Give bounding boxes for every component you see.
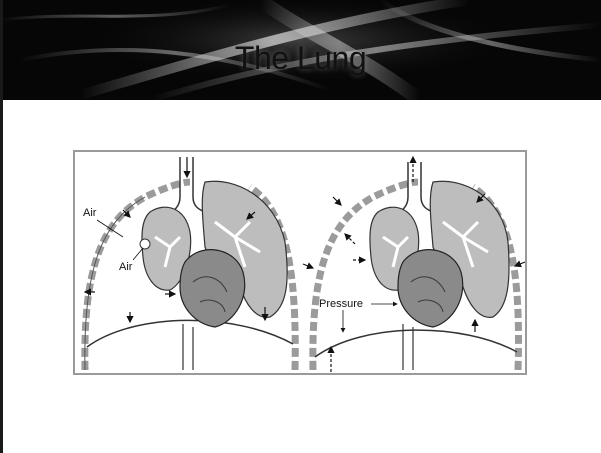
right-panel-pressure: Pressure [303,157,525,372]
lung-diagram: Air Air [75,152,525,373]
slide-title: The Lung [0,40,601,77]
label-air-upper: Air [83,207,97,219]
lung-diagram-figure: Air Air [73,150,527,375]
left-panel-collapsed-lung: Air Air [83,157,295,370]
right-heart [398,250,463,327]
left-diaphragm [87,320,293,347]
right-diaphragm [315,330,517,357]
air-bubble [140,239,150,249]
left-edge-line [0,0,3,453]
slide-header: The Lung [0,0,601,100]
left-heart [180,250,245,327]
label-air-lower: Air [119,261,133,273]
label-pressure: Pressure [319,298,363,310]
